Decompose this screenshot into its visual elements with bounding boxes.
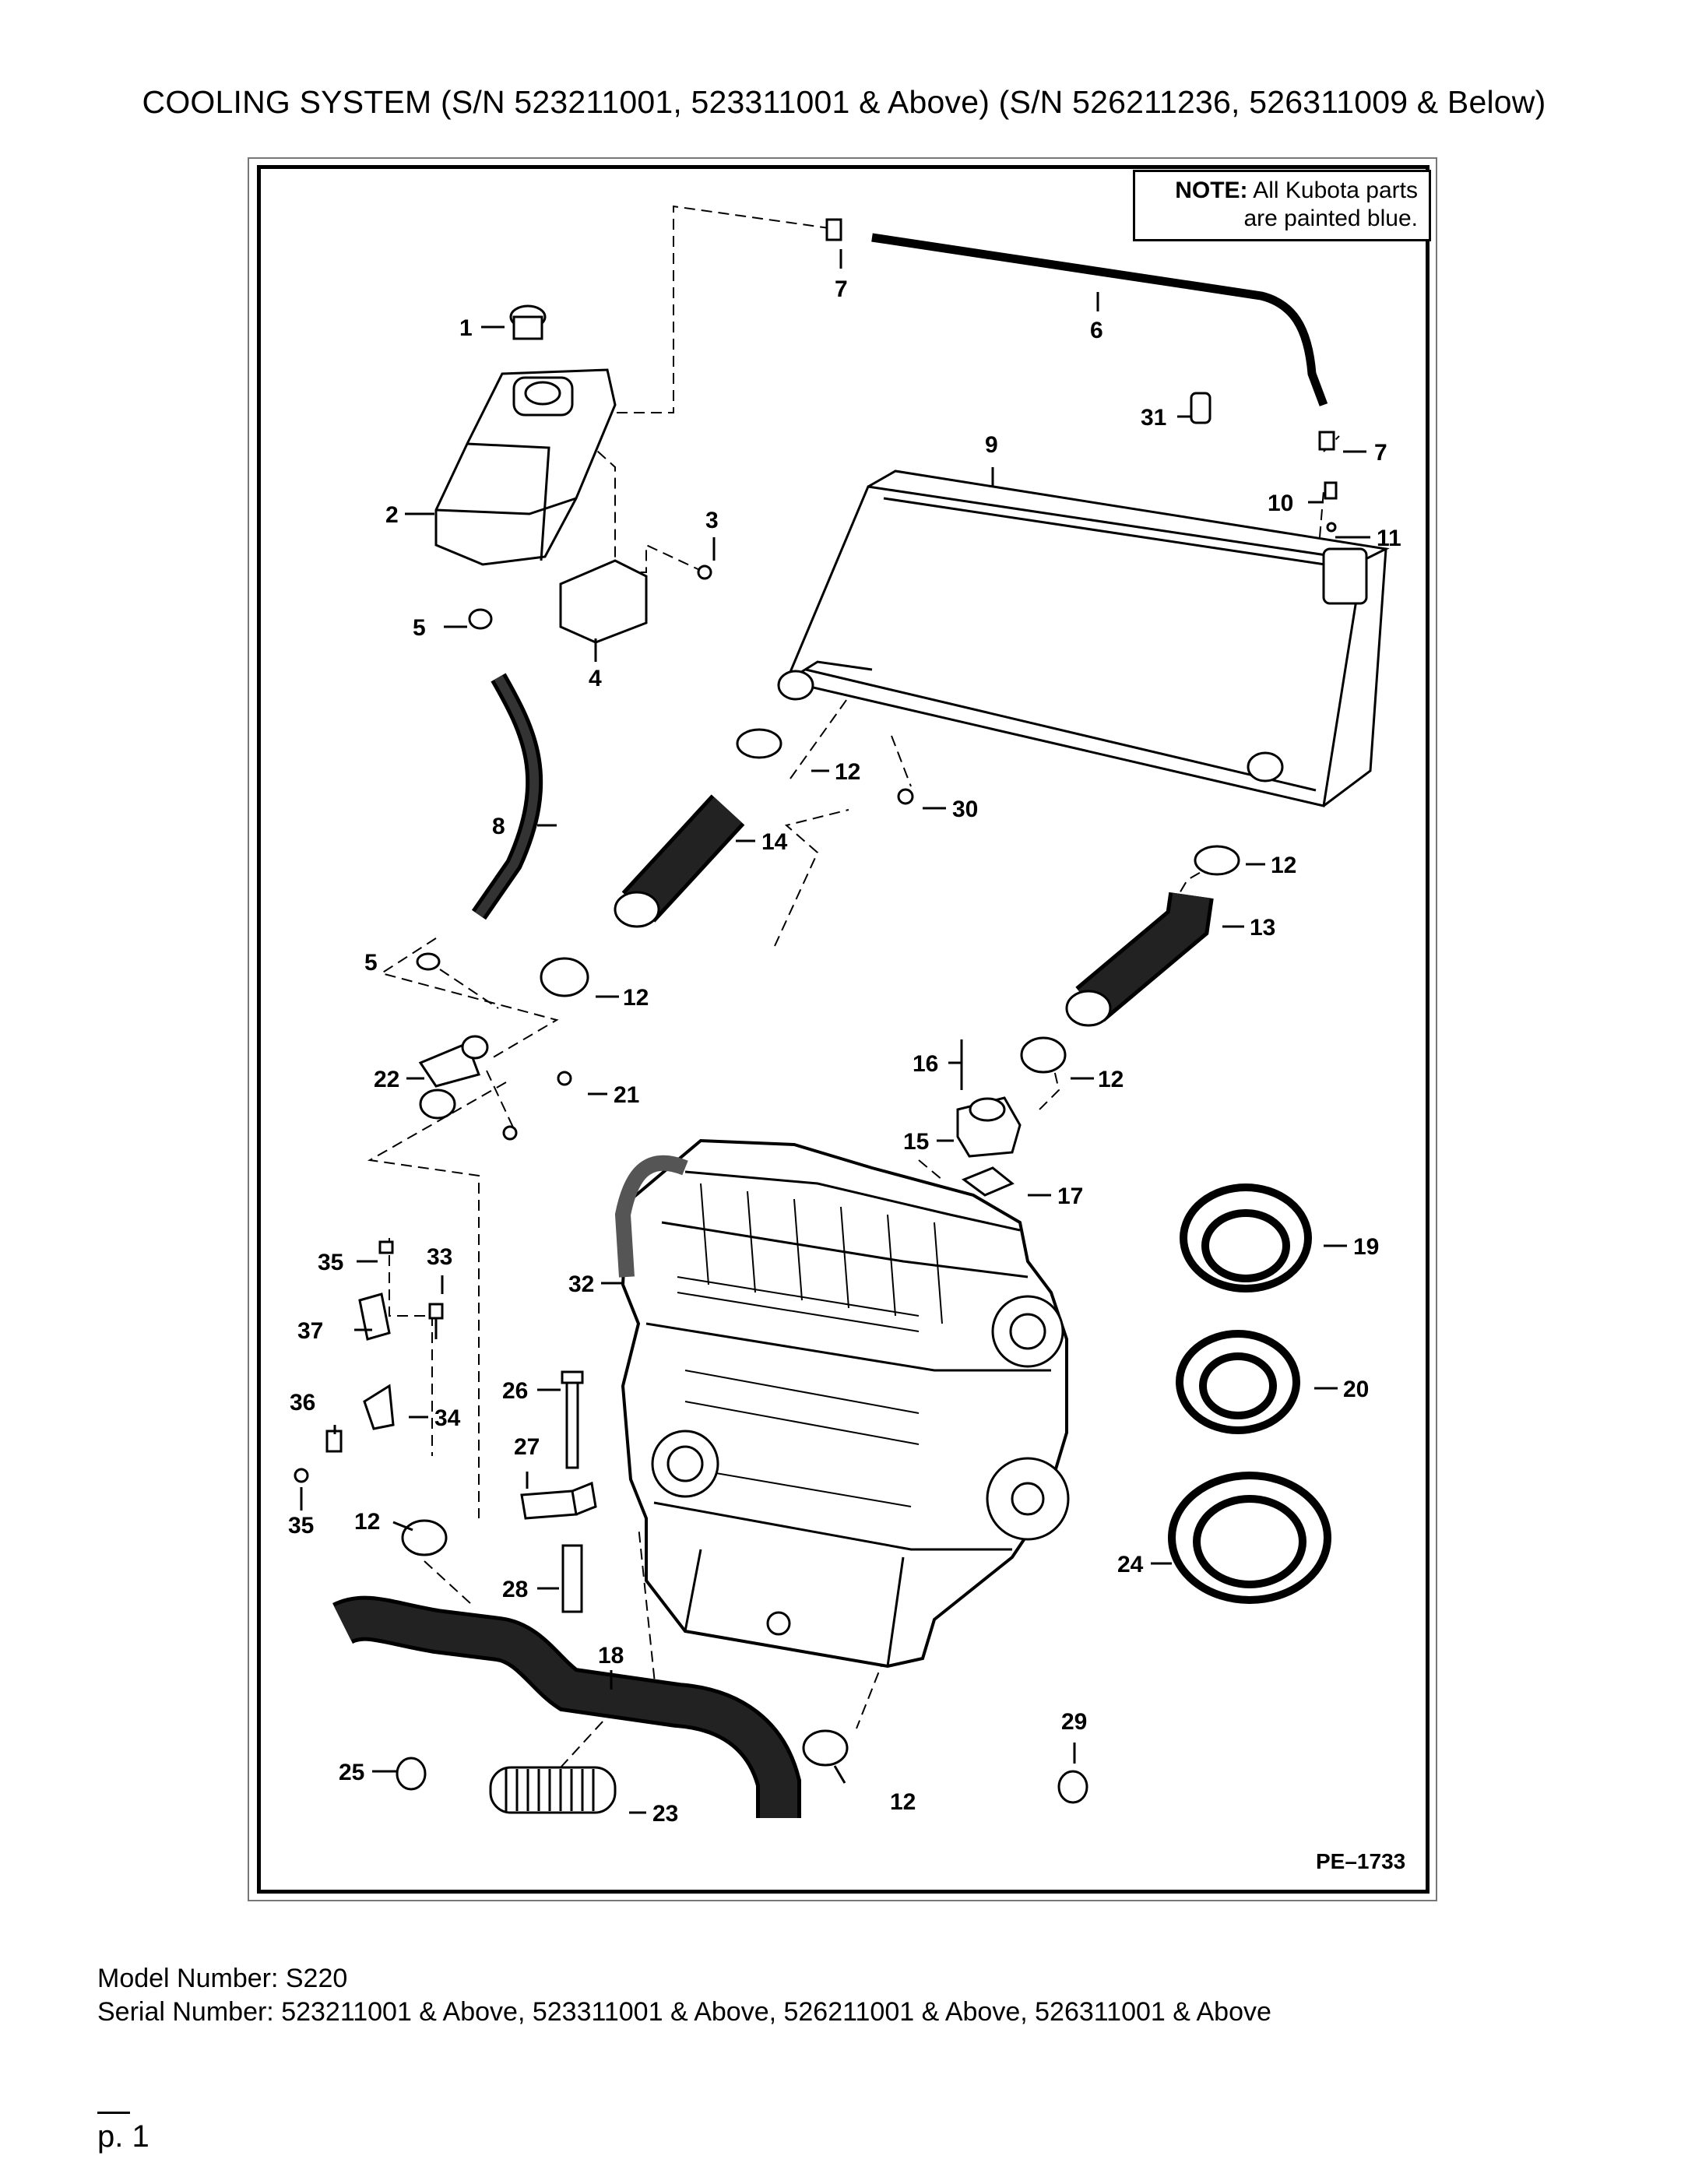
- callout-5b: 5: [364, 950, 378, 976]
- callout-9: 9: [985, 432, 998, 458]
- page-number-rule: [97, 2112, 130, 2114]
- callout-37: 37: [297, 1318, 324, 1344]
- callout-32: 32: [568, 1271, 595, 1297]
- callout-17: 17: [1057, 1183, 1084, 1209]
- callout-6: 6: [1090, 318, 1103, 343]
- callout-2: 2: [385, 502, 399, 528]
- callout-36: 36: [290, 1390, 316, 1416]
- callout-25: 25: [339, 1760, 365, 1785]
- callout-19: 19: [1353, 1234, 1380, 1260]
- callout-12b: 12: [1271, 853, 1297, 878]
- note-line-2: are painted blue.: [1243, 206, 1418, 231]
- callout-18: 18: [598, 1643, 624, 1669]
- callout-21: 21: [614, 1082, 640, 1108]
- callout-7b: 7: [1374, 440, 1387, 466]
- callout-24: 24: [1117, 1552, 1144, 1577]
- callout-1: 1: [459, 315, 473, 341]
- model-number: Model Number: S220: [97, 1964, 348, 1993]
- callout-12c: 12: [623, 985, 649, 1011]
- callout-12e: 12: [354, 1509, 381, 1535]
- serial-number: Serial Number: 523211001 & Above, 523311…: [97, 1997, 1271, 2027]
- drawing-code: PE–1733: [1316, 1849, 1406, 1873]
- callout-12d: 12: [1098, 1067, 1124, 1092]
- note-box: NOTE: All Kubota parts are painted blue.: [1133, 170, 1431, 241]
- callout-7a: 7: [835, 276, 848, 302]
- callout-11: 11: [1377, 526, 1401, 551]
- note-line-1: All Kubota parts: [1253, 178, 1418, 203]
- callout-26: 26: [502, 1378, 529, 1404]
- callout-13: 13: [1250, 915, 1276, 941]
- callout-34: 34: [434, 1405, 461, 1431]
- callout-31: 31: [1141, 405, 1167, 431]
- callout-10: 10: [1268, 491, 1294, 516]
- callout-35a: 35: [318, 1250, 344, 1275]
- callout-8: 8: [492, 814, 505, 839]
- callout-16: 16: [913, 1051, 939, 1077]
- callout-3: 3: [705, 508, 719, 533]
- callout-20: 20: [1343, 1377, 1370, 1402]
- diagram-frame: [248, 157, 1437, 1901]
- callout-15: 15: [903, 1129, 930, 1155]
- note-label: NOTE:: [1175, 178, 1248, 203]
- diagram-border: [257, 165, 1430, 1894]
- callout-30: 30: [952, 797, 979, 822]
- callout-12a: 12: [835, 759, 861, 785]
- callout-14: 14: [761, 829, 788, 855]
- callout-27: 27: [514, 1434, 540, 1460]
- callout-4: 4: [589, 666, 602, 691]
- page-title: COOLING SYSTEM (S/N 523211001, 523311001…: [142, 84, 1546, 120]
- callout-35b: 35: [288, 1513, 315, 1539]
- callout-5a: 5: [413, 615, 426, 641]
- callout-28: 28: [502, 1577, 529, 1602]
- callout-23: 23: [652, 1801, 679, 1827]
- page-number: p. 1: [97, 2119, 149, 2154]
- callout-33: 33: [427, 1244, 453, 1270]
- callout-12f: 12: [890, 1789, 916, 1815]
- callout-22: 22: [374, 1067, 400, 1092]
- callout-29: 29: [1061, 1709, 1088, 1735]
